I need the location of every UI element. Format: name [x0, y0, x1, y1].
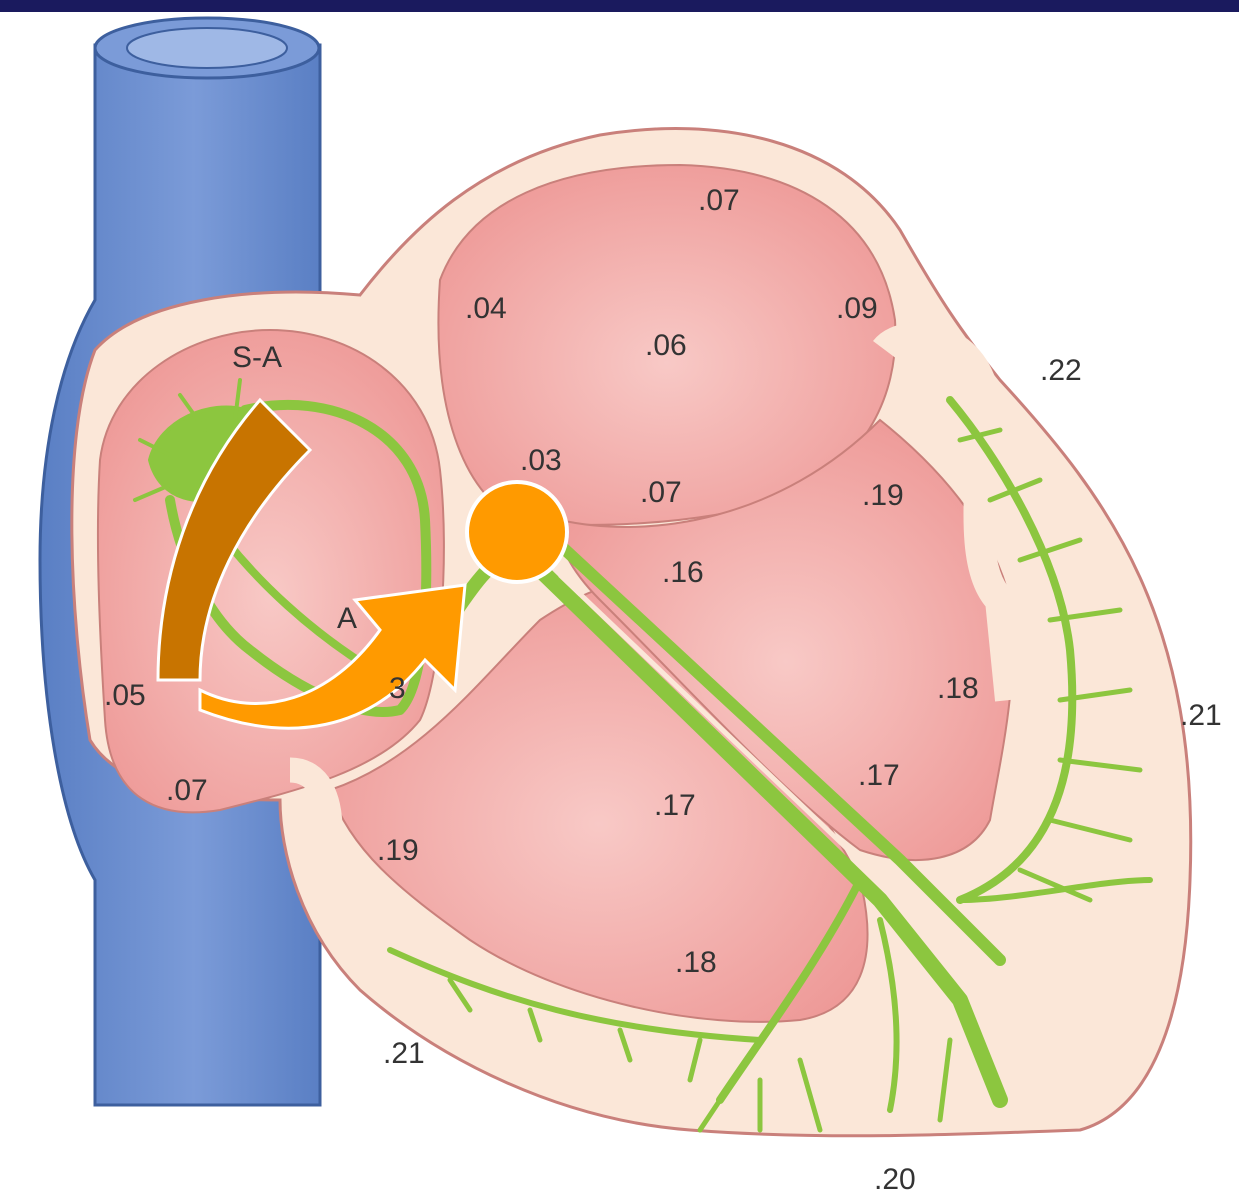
timing-label: .06	[645, 329, 687, 362]
timing-label: .07	[166, 774, 208, 807]
timing-label: .17	[654, 789, 696, 822]
timing-label: .21	[1180, 699, 1222, 732]
timing-label: .19	[377, 834, 419, 867]
timing-label: .22	[1040, 354, 1082, 387]
timing-label: .21	[383, 1037, 425, 1070]
sa-node-label: S-A	[232, 341, 282, 374]
timing-label: .20	[874, 1163, 916, 1196]
timing-label: .04	[465, 292, 507, 325]
timing-label: .18	[675, 946, 717, 979]
timing-label: .05	[104, 679, 146, 712]
av-node-marker	[467, 482, 567, 582]
timing-label: .19	[862, 479, 904, 512]
timing-label: .17	[858, 759, 900, 792]
timing-label: .09	[836, 292, 878, 325]
timing-label: .16	[662, 556, 704, 589]
av-node-label: A	[337, 602, 357, 635]
timing-label: .03	[520, 444, 562, 477]
timing-label: .07	[640, 476, 682, 509]
timing-label: .18	[937, 672, 979, 705]
av-node-label-part: 3	[389, 672, 406, 705]
timing-label: .07	[698, 184, 740, 217]
